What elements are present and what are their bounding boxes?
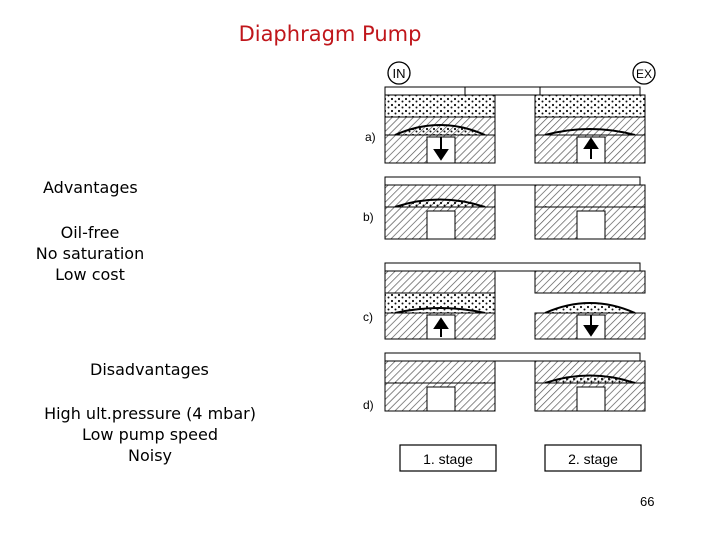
advantage-item: Oil-free [60, 223, 120, 242]
svg-text:EX: EX [636, 67, 652, 81]
diaphragm-pump-diagram: IN EX a) b) [363, 61, 656, 472]
svg-text:IN: IN [393, 66, 406, 81]
pump-row-c: c) [363, 262, 646, 340]
stage-2-label: 2. stage [544, 444, 642, 472]
advantages-heading: Advantages [43, 178, 138, 197]
page-number: 66 [640, 494, 655, 509]
row-label-a: a) [365, 130, 376, 144]
inlet-port-icon: IN [387, 61, 411, 85]
svg-text:1. stage: 1. stage [423, 451, 473, 467]
svg-text:2. stage: 2. stage [568, 451, 618, 467]
row-label-c: c) [363, 310, 373, 324]
advantages-list: Oil-free No saturation Low cost [20, 222, 160, 285]
disadvantage-item: Noisy [127, 446, 172, 465]
pump-row-a: a) [365, 86, 646, 164]
pump-row-b: b) [363, 176, 646, 240]
disadvantages-heading: Disadvantages [90, 360, 209, 379]
pump-row-d: d) [363, 352, 646, 412]
disadvantage-item: Low pump speed [81, 425, 219, 444]
stage-1-label: 1. stage [399, 444, 497, 472]
row-label-d: d) [363, 398, 374, 412]
disadvantages-list: High ult.pressure (4 mbar) Low pump spee… [30, 403, 270, 466]
exhaust-port-icon: EX [632, 61, 656, 85]
advantage-item: Low cost [55, 265, 125, 284]
disadvantage-item: High ult.pressure (4 mbar) [44, 404, 256, 423]
slide-title: Diaphragm Pump [238, 22, 422, 46]
advantage-item: No saturation [35, 244, 145, 263]
row-label-b: b) [363, 210, 374, 224]
